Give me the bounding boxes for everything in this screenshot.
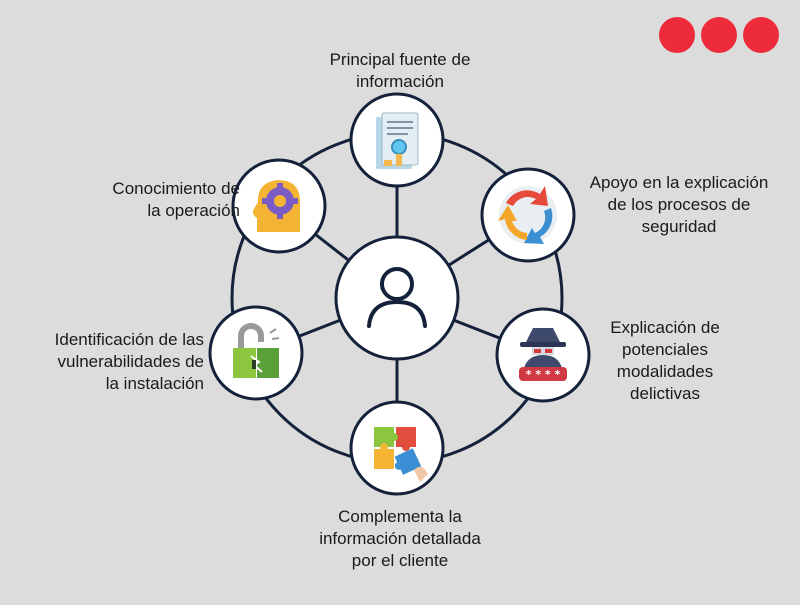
head-gear-icon: [252, 180, 300, 232]
label-apoyo-explicacion: Apoyo en la explicación de los procesos …: [589, 173, 769, 236]
center-node: [334, 235, 460, 361]
svg-text:* * * *: * * * *: [526, 368, 561, 381]
brand-dots: [659, 17, 779, 53]
node-top-left: [231, 158, 327, 254]
brand-dot: [743, 17, 779, 53]
node-top-right: [480, 167, 576, 263]
node-top: [349, 92, 445, 188]
label-conocimiento-operacion: Conocimiento de la operación: [112, 179, 240, 220]
user-icon: [367, 267, 427, 328]
label-complementa-informacion: Complementa la información detallada por…: [319, 507, 481, 570]
hacker-icon: * * * *: [519, 328, 567, 381]
node-bottom-left: [208, 305, 304, 401]
node-bottom-right: * * * *: [495, 307, 591, 403]
node-bottom: [349, 400, 445, 496]
broken-lock-icon: [233, 323, 280, 378]
label-vulnerabilidades: Identificación de las vulnerabilidades d…: [54, 330, 204, 393]
label-modalidades-delictivas: Explicación de potenciales modalidades d…: [610, 318, 720, 403]
brand-dot: [659, 17, 695, 53]
puzzle-icon: [374, 427, 428, 482]
document-search-icon: [376, 112, 419, 169]
label-principal-fuente: Principal fuente de información: [329, 50, 471, 91]
refresh-cycle-icon: [498, 186, 557, 244]
brand-dot: [701, 17, 737, 53]
